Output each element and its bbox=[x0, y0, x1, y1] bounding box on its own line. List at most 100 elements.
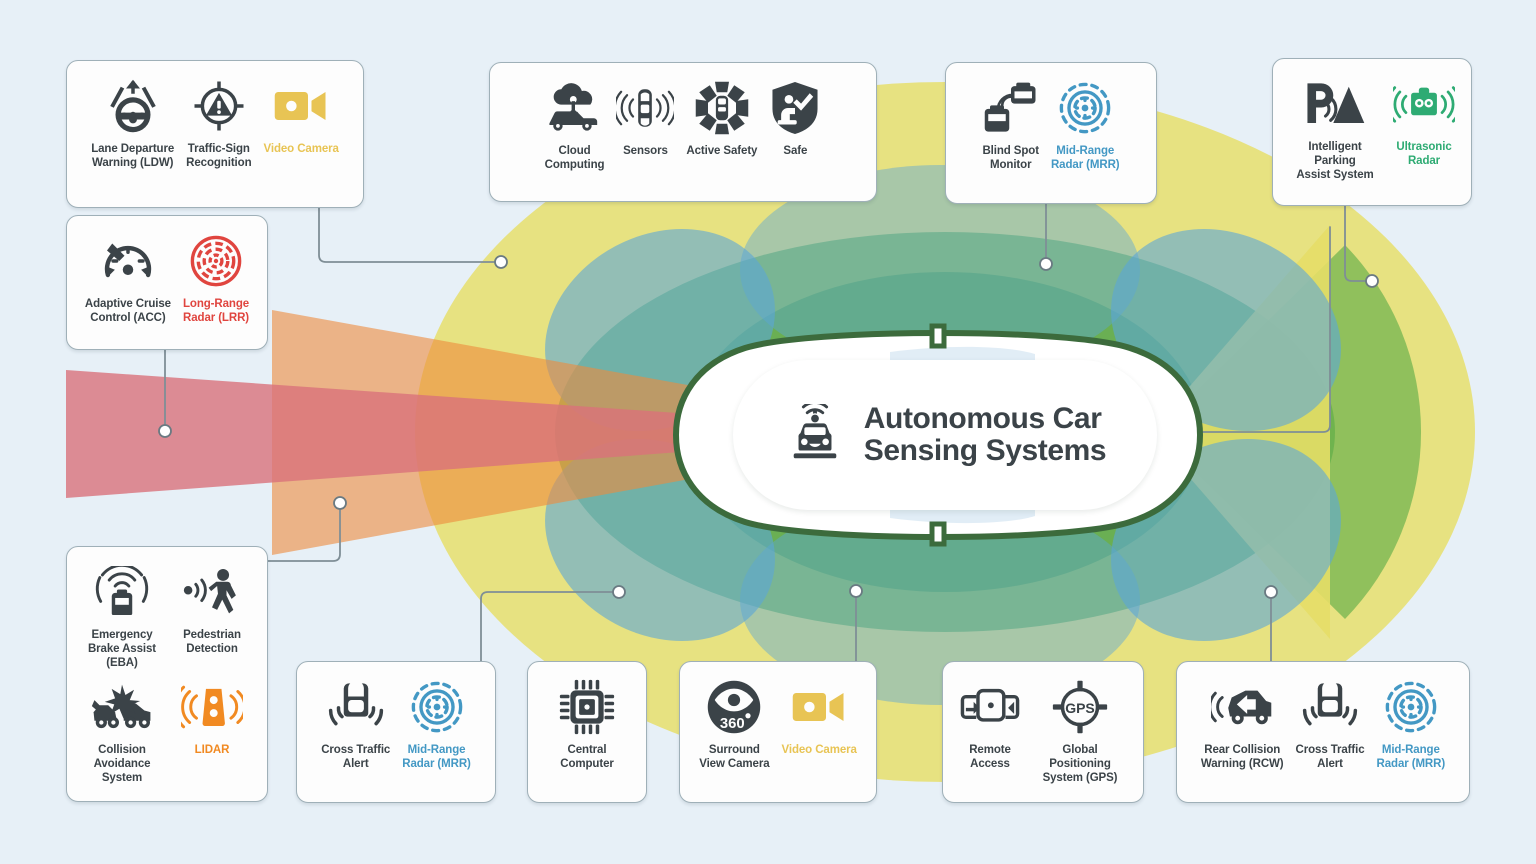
card-item-label: Cross Traffic Alert bbox=[1295, 744, 1365, 771]
card-item[interactable]: Pedestrian Detection bbox=[167, 561, 257, 658]
card-item-label: Safe bbox=[783, 145, 808, 157]
card-item-label: Ultrasonic Radar bbox=[1396, 141, 1452, 168]
connector-mrr-right bbox=[1189, 226, 1331, 433]
card-item-label: Intelligent Parking Assist System bbox=[1296, 141, 1374, 182]
card-item-label: Mid-Range Radar (MRR) bbox=[1376, 744, 1446, 771]
svg-text:GPS: GPS bbox=[1065, 700, 1095, 716]
surround-view-camera-icon: 360 bbox=[706, 678, 762, 736]
card-item-label: Emergency Brake Assist (EBA) bbox=[87, 629, 157, 670]
card-item[interactable]: GPS Global Positioning System (GPS) bbox=[1027, 676, 1133, 787]
card-item[interactable]: Central Computer bbox=[553, 676, 621, 773]
card-ldw[interactable]: Lane Departure Warning (LDW) Traffic-Sig… bbox=[66, 60, 364, 208]
card-item[interactable]: Cross Traffic Alert bbox=[315, 676, 396, 773]
card-item-label: Mid-Range Radar (MRR) bbox=[1050, 145, 1120, 172]
card-item[interactable]: Safe bbox=[763, 77, 827, 160]
connector-dot bbox=[1365, 274, 1379, 288]
mid-range-radar-icon bbox=[1384, 678, 1438, 736]
card-item-label: Long-Range Radar (LRR) bbox=[182, 298, 250, 325]
collision-avoidance-icon bbox=[91, 678, 153, 736]
video-camera-icon bbox=[791, 678, 847, 736]
card-item[interactable]: Sensors bbox=[610, 77, 680, 160]
connector-parking bbox=[1344, 205, 1367, 282]
lidar-icon bbox=[181, 678, 243, 736]
card-item-label: Adaptive Cruise Control (ACC) bbox=[84, 298, 171, 325]
card-surround[interactable]: 360 Surround View Camera Video Camera bbox=[679, 661, 877, 803]
card-eba[interactable]: Emergency Brake Assist (EBA) Pedestrian … bbox=[66, 546, 268, 802]
card-item[interactable]: Adaptive Cruise Control (ACC) bbox=[79, 230, 177, 327]
central-computer-icon bbox=[559, 678, 615, 736]
card-item[interactable]: LIDAR bbox=[167, 676, 257, 759]
card-item[interactable]: Ultrasonic Radar bbox=[1387, 73, 1461, 170]
card-item-label: Rear Collision Warning (RCW) bbox=[1200, 744, 1284, 771]
card-item[interactable]: Rear Collision Warning (RCW) bbox=[1195, 676, 1290, 773]
card-item-label: Mid-Range Radar (MRR) bbox=[402, 744, 471, 771]
card-item-label: LIDAR bbox=[194, 744, 230, 756]
card-item[interactable]: Collision Avoidance System bbox=[77, 676, 167, 787]
card-item-label: Lane Departure Warning (LDW) bbox=[91, 143, 175, 170]
card-item-label: Blind Spot Monitor bbox=[982, 145, 1039, 172]
svg-text:360: 360 bbox=[720, 716, 745, 732]
connector-dot bbox=[333, 496, 347, 510]
safe-icon bbox=[769, 79, 821, 137]
card-item-label: Traffic-Sign Recognition bbox=[186, 143, 252, 170]
autonomous-car-icon bbox=[793, 404, 837, 459]
card-acc[interactable]: Adaptive Cruise Control (ACC) Long-Range… bbox=[66, 215, 268, 350]
card-item-label: Global Positioning System (GPS) bbox=[1042, 744, 1118, 785]
card-item[interactable]: Active Safety bbox=[680, 77, 763, 160]
card-rcw[interactable]: Rear Collision Warning (RCW) Cross Traff… bbox=[1176, 661, 1470, 803]
ultrasonic-lobe-side-left bbox=[740, 165, 1140, 375]
connector-dot bbox=[1264, 585, 1278, 599]
card-item-label: Cross Traffic Alert bbox=[321, 744, 391, 771]
card-central-computer[interactable]: Central Computer bbox=[527, 661, 647, 803]
card-item[interactable]: Mid-Range Radar (MRR) bbox=[1045, 77, 1126, 174]
cross-traffic-alert-icon bbox=[328, 678, 384, 736]
card-parking[interactable]: Intelligent Parking Assist System Ultras… bbox=[1272, 58, 1472, 206]
card-item[interactable]: Cross Traffic Alert bbox=[1290, 676, 1371, 773]
card-item[interactable]: 360 Surround View Camera bbox=[693, 676, 775, 773]
card-item[interactable]: Mid-Range Radar (MRR) bbox=[396, 676, 477, 773]
card-item-label: Video Camera bbox=[263, 143, 339, 155]
card-cloud[interactable]: Cloud Computing Sensors Active Safety Sa… bbox=[489, 62, 877, 202]
video-camera-icon bbox=[273, 77, 329, 135]
intelligent-parking-assist-icon bbox=[1304, 75, 1366, 133]
rear-collision-warning-icon bbox=[1211, 678, 1273, 736]
card-item-label: Central Computer bbox=[560, 744, 614, 771]
card-item[interactable]: Video Camera bbox=[776, 676, 863, 759]
remote-access-icon bbox=[959, 678, 1021, 736]
ultrasonic-radar-icon bbox=[1393, 75, 1455, 133]
connector-dot bbox=[158, 424, 172, 438]
card-item-label: Pedestrian Detection bbox=[183, 629, 241, 656]
connector-ldw bbox=[318, 207, 495, 263]
card-item[interactable]: Video Camera bbox=[258, 75, 345, 158]
card-cta-front[interactable]: Cross Traffic Alert Mid-Range Radar (MRR… bbox=[296, 661, 496, 803]
connector-cta-front bbox=[480, 591, 613, 662]
long-range-radar-beam bbox=[66, 370, 948, 498]
card-item-label: Video Camera bbox=[781, 744, 857, 756]
card-item[interactable]: Remote Access bbox=[953, 676, 1027, 773]
sensors-icon bbox=[616, 79, 675, 137]
card-item[interactable]: Intelligent Parking Assist System bbox=[1283, 73, 1387, 184]
connector-dot bbox=[612, 585, 626, 599]
ultrasonic-lobe-side-right bbox=[740, 495, 1140, 705]
blind-spot-monitor-icon bbox=[983, 79, 1039, 137]
connector-eba bbox=[267, 502, 341, 562]
card-item[interactable]: Emergency Brake Assist (EBA) bbox=[77, 561, 167, 672]
card-item-label: Cloud Computing bbox=[544, 145, 605, 172]
emergency-brake-assist-icon bbox=[93, 563, 151, 621]
card-item-label: Active Safety bbox=[686, 145, 758, 157]
gps-icon: GPS bbox=[1051, 678, 1109, 736]
card-item-label: Collision Avoidance System bbox=[93, 744, 151, 785]
card-item[interactable]: Cloud Computing bbox=[539, 77, 611, 174]
card-item[interactable]: Lane Departure Warning (LDW) bbox=[85, 75, 180, 172]
card-item[interactable]: Long-Range Radar (LRR) bbox=[177, 230, 255, 327]
card-remote-gps[interactable]: Remote Access GPS Global Positioning Syst… bbox=[942, 661, 1144, 803]
card-blindspot[interactable]: Blind Spot Monitor Mid-Range Radar (MRR) bbox=[945, 62, 1157, 204]
card-item[interactable]: Blind Spot Monitor bbox=[976, 77, 1045, 174]
card-item-label: Sensors bbox=[623, 145, 668, 157]
cloud-computing-icon bbox=[546, 79, 604, 137]
long-range-radar-icon bbox=[189, 232, 243, 290]
card-item[interactable]: Traffic-Sign Recognition bbox=[180, 75, 257, 172]
card-item[interactable]: Mid-Range Radar (MRR) bbox=[1371, 676, 1452, 773]
mid-range-radar-icon bbox=[1058, 79, 1112, 137]
